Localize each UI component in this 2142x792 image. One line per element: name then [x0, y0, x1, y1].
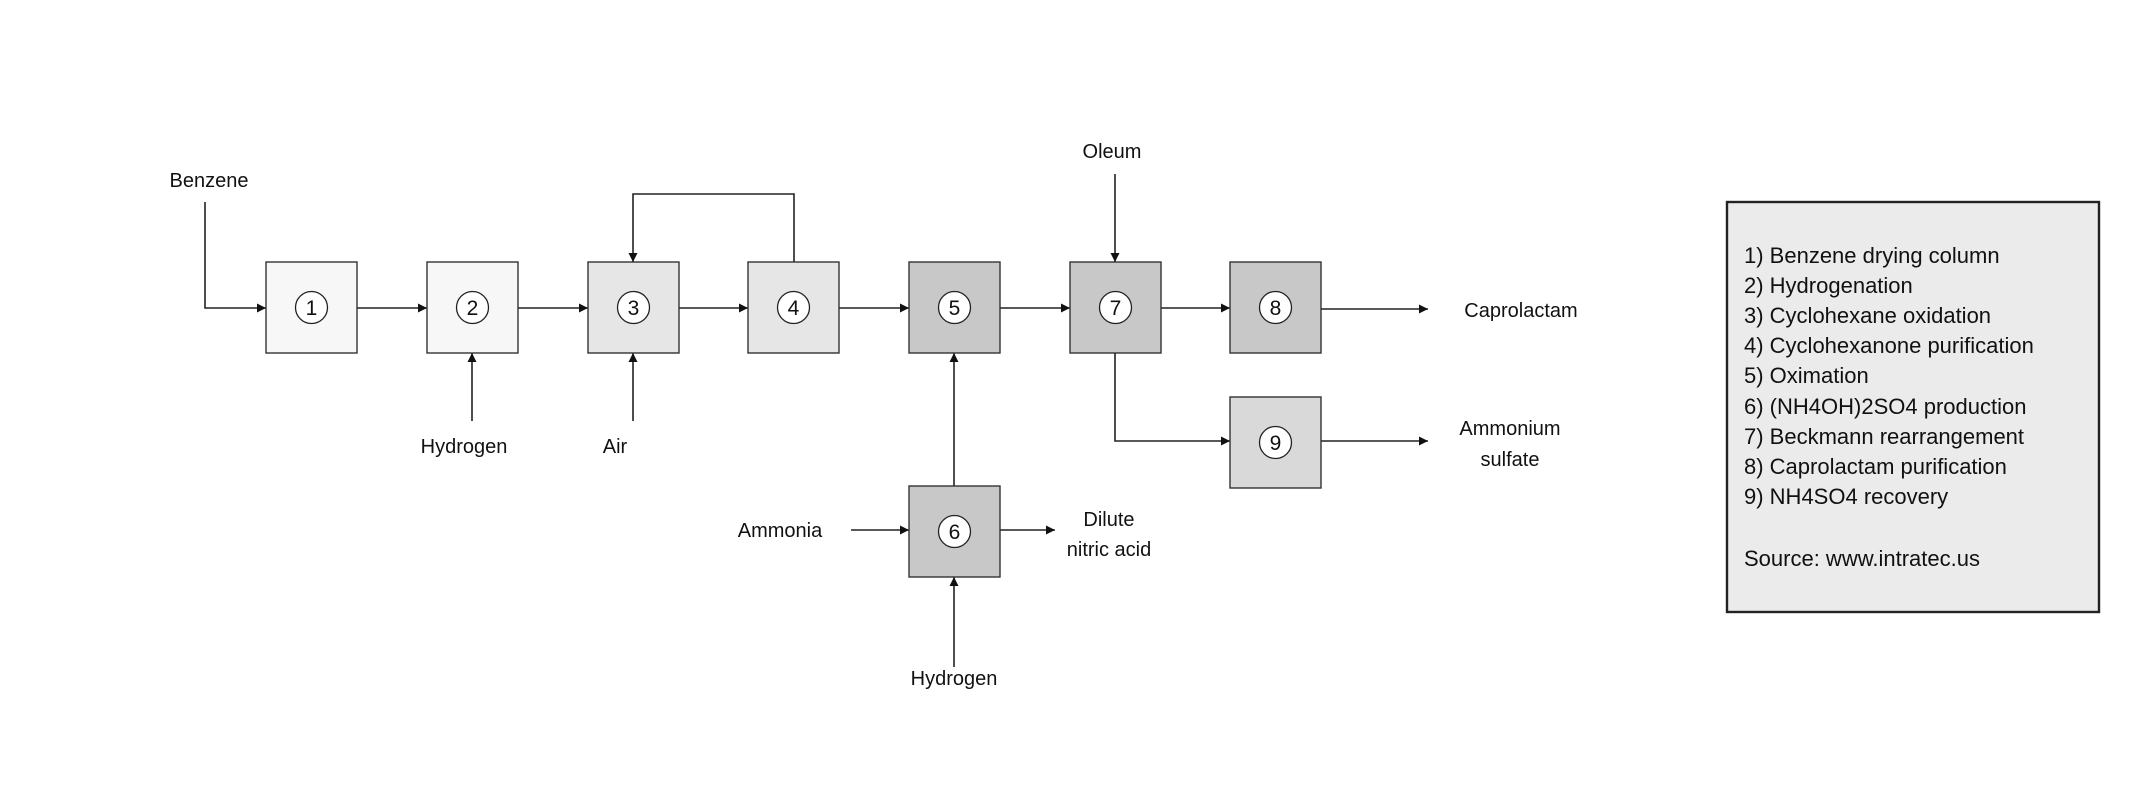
unit-7: 7 — [1069, 261, 1162, 354]
ammonium-sulfate-label-line2: sulfate — [1481, 449, 1540, 471]
legend-item: 5) Oximation — [1744, 363, 1869, 388]
unit-6: 6 — [908, 485, 1001, 578]
benzene-stream-arrow — [204, 202, 266, 313]
unit-number: 9 — [1270, 432, 1282, 455]
ammonium-sulfate-label-line1: Ammonium — [1459, 418, 1560, 440]
unit-number: 3 — [628, 297, 640, 320]
oleum-label: Oleum — [1083, 141, 1142, 163]
hydrogen-2-label: Hydrogen — [911, 668, 998, 690]
air-label: Air — [603, 436, 628, 458]
legend-item: 6) (NH4OH)2SO4 production — [1744, 394, 2026, 419]
unit-number: 1 — [306, 297, 318, 320]
unit-2: 2 — [426, 261, 519, 354]
legend-item: 1) Benzene drying column — [1744, 243, 2000, 268]
flow-lines — [204, 174, 1428, 667]
legend-item: 4) Cyclohexanone purification — [1744, 333, 2034, 358]
dilute-nitric-acid-label-line1: Dilute — [1083, 509, 1134, 531]
unit-number: 8 — [1270, 297, 1282, 320]
recycle-4-to-3 — [628, 193, 795, 262]
unit-3: 3 — [587, 261, 680, 354]
unit-number: 7 — [1110, 297, 1122, 320]
legend-item: 8) Caprolactam purification — [1744, 454, 2007, 479]
dilute-nitric-acid-label-line2: nitric acid — [1067, 539, 1151, 561]
hydrogen-label: Hydrogen — [421, 436, 508, 458]
unit-1: 1 — [265, 261, 358, 354]
unit-number: 6 — [949, 521, 961, 544]
ammonia-label: Ammonia — [738, 520, 823, 542]
legend-item: 3) Cyclohexane oxidation — [1744, 303, 1991, 328]
benzene-label: Benzene — [170, 170, 249, 192]
unit-5: 5 — [908, 261, 1001, 354]
legend-box: 1) Benzene drying column 2) Hydrogenatio… — [1725, 200, 2101, 614]
caprolactam-label: Caprolactam — [1464, 300, 1577, 322]
legend-item: 2) Hydrogenation — [1744, 273, 1913, 298]
unit-number: 2 — [467, 297, 479, 320]
stream-7-to-9 — [1114, 353, 1230, 446]
unit-number: 4 — [788, 297, 800, 320]
legend-item: 9) NH4SO4 recovery — [1744, 484, 1948, 509]
unit-4: 4 — [747, 261, 840, 354]
unit-9: 9 — [1229, 396, 1322, 489]
unit-number: 5 — [949, 297, 961, 320]
unit-8: 8 — [1229, 261, 1322, 354]
legend-item: 7) Beckmann rearrangement — [1744, 424, 2024, 449]
legend-source: Source: www.intratec.us — [1744, 546, 1980, 571]
